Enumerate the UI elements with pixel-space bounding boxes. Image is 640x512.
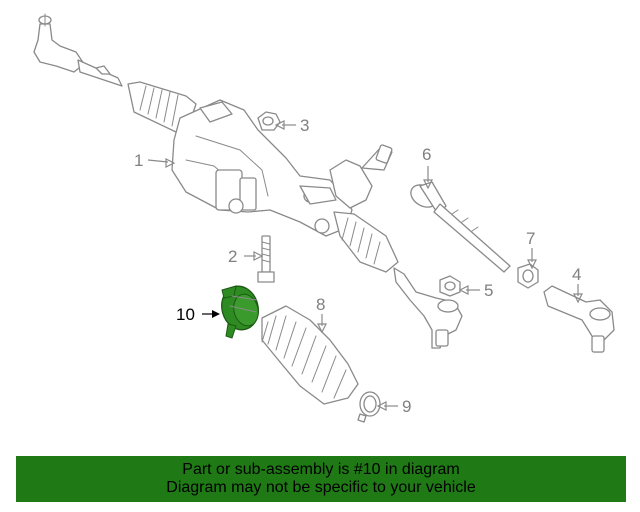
callout-9: 9 [402,397,411,416]
bolt-part-2 [257,235,275,283]
callout-3: 3 [300,116,309,135]
banner-line-2: Diagram may not be specific to your vehi… [166,479,476,496]
inner-tie-rod-part-6 [410,181,511,273]
callout-10: 10 [176,305,195,324]
nut-part-3 [257,111,281,131]
left-tie-rod-end [33,13,123,87]
callout-8: 8 [316,295,325,314]
callout-2: 2 [228,247,237,266]
nut-part-5 [439,275,461,297]
info-banner: Part or sub-assembly is #10 in diagram D… [16,456,626,502]
outer-tie-rod-end-right [393,267,463,349]
banner-line-1: Part or sub-assembly is #10 in diagram [182,461,460,478]
callout-6: 6 [422,145,431,164]
callout-1: 1 [134,151,143,170]
nut-part-7 [517,263,539,289]
outer-tie-rod-end-part-4 [543,285,615,353]
boot-part-8 [261,305,359,405]
callout-7: 7 [526,229,535,248]
callout-5: 5 [484,281,493,300]
parts-diagram: 1 2 3 4 5 6 7 8 9 10 [33,13,615,423]
highlighted-part-10 [221,285,259,339]
leader-lines [147,120,583,411]
steering-gear-assembly [127,81,399,273]
callout-4: 4 [572,265,581,284]
clamp-part-9 [357,391,381,423]
